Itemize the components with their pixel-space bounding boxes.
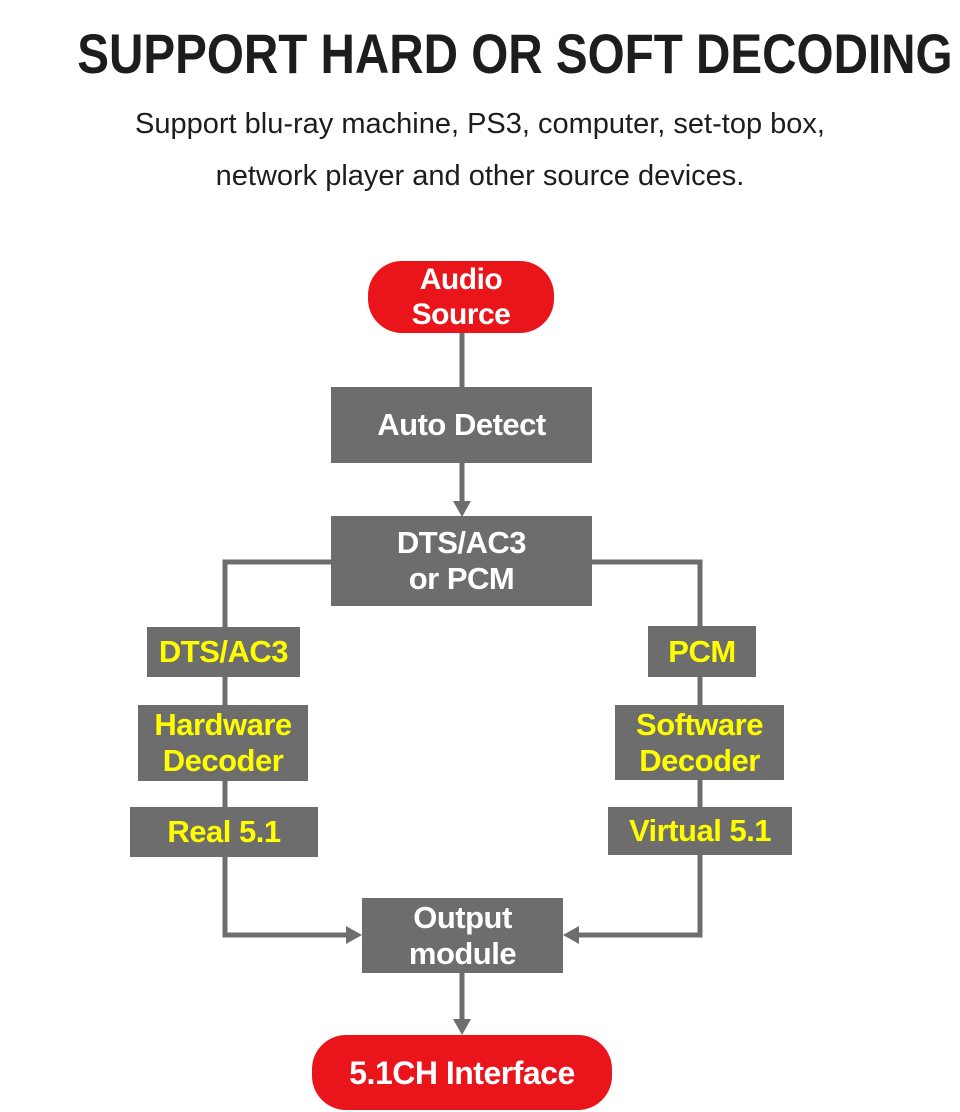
node-label: 5.1CH Interface	[349, 1054, 575, 1091]
header: SUPPORT HARD OR SOFT DECODING	[0, 26, 960, 82]
node-dts-ac3: DTS/AC3	[147, 627, 300, 677]
node-label: Virtual 5.1	[628, 813, 772, 848]
node-audio-source: Audio Source	[368, 261, 554, 333]
node-label: Source	[411, 298, 511, 331]
node-label: Decoder	[162, 743, 284, 778]
node-dts-ac3-or-pcm: DTS/AC3 or PCM	[331, 516, 592, 606]
arrow-right-icon	[346, 926, 362, 944]
node-label: Output	[413, 899, 512, 935]
node-label: DTS/AC3	[396, 525, 527, 560]
node-software-decoder: Software Decoder	[615, 705, 784, 780]
node-auto-detect: Auto Detect	[331, 387, 592, 463]
node-label: Real 5.1	[167, 814, 281, 849]
node-output-module: Output module	[362, 898, 563, 973]
node-label: module	[408, 935, 517, 971]
node-label: Hardware	[154, 707, 292, 742]
node-label: DTS/AC3	[158, 634, 289, 669]
subtitle-line-1: Support blu-ray machine, PS3, computer, …	[135, 108, 825, 140]
node-real-5-1: Real 5.1	[130, 807, 318, 857]
subtitle-line-2: network player and other source devices.	[215, 160, 745, 192]
node-5-1ch-interface: 5.1CH Interface	[312, 1035, 612, 1110]
arrow-down-icon	[453, 501, 471, 517]
arrow-left-icon	[563, 926, 579, 944]
node-label: Software	[636, 706, 763, 742]
page-subtitle: Support blu-ray machine, PS3, computer, …	[0, 98, 960, 202]
node-label: PCM	[668, 633, 736, 669]
arrow-down-icon	[453, 1019, 471, 1035]
node-label: Auto Detect	[377, 407, 546, 442]
page-title: SUPPORT HARD OR SOFT DECODING	[77, 22, 953, 85]
node-virtual-5-1: Virtual 5.1	[608, 807, 792, 855]
node-label: or PCM	[408, 561, 515, 596]
node-pcm: PCM	[648, 626, 756, 677]
node-hardware-decoder: Hardware Decoder	[138, 705, 308, 781]
node-label: Audio	[419, 263, 503, 296]
node-label: Decoder	[639, 742, 760, 778]
